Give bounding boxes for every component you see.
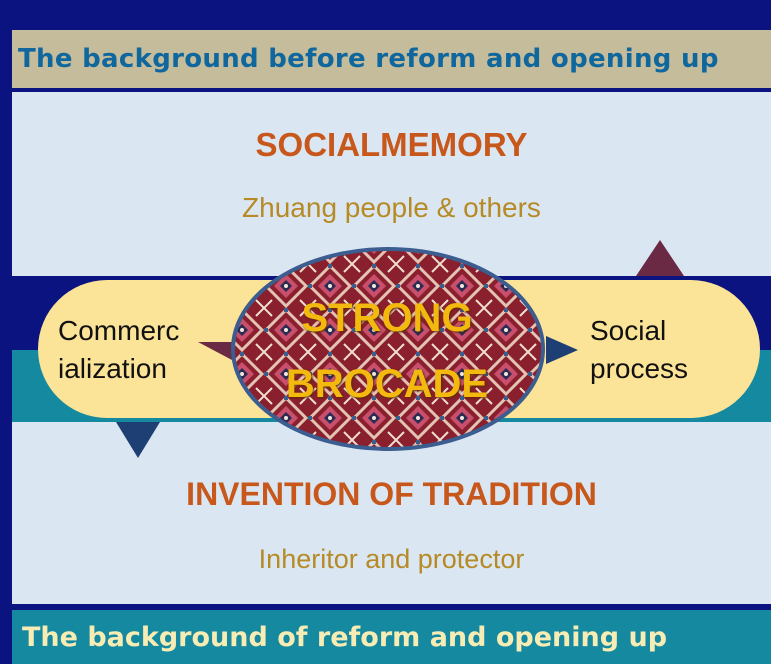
social-process-line-1: Social	[590, 315, 667, 346]
commercialization-line-1: Commerc	[58, 315, 180, 346]
social-memory-panel	[12, 92, 771, 276]
arrow-down-triangle-icon	[116, 422, 160, 458]
footer-title: The background of reform and opening up	[22, 621, 668, 653]
social-memory-subtitle: Zhuang people & others	[242, 192, 541, 223]
header-band: The background before reform and opening…	[12, 30, 771, 88]
arrow-right-triangle-icon	[546, 336, 578, 364]
social-memory-title: SOCIALMEMORY	[255, 126, 528, 163]
commercialization-label: Commerc ialization	[58, 312, 179, 388]
brocade-label: BROCADE	[285, 362, 489, 406]
commercialization-line-2: ialization	[58, 353, 167, 384]
strong-label: STRONG	[301, 296, 473, 340]
invention-subtitle: Inheritor and protector	[258, 544, 525, 574]
header-title: The background before reform and opening…	[18, 44, 719, 74]
footer-band: The background of reform and opening up	[12, 610, 771, 664]
brocade-ellipse	[231, 247, 545, 451]
social-process-label: Social process	[590, 312, 688, 388]
arrow-left-triangle-icon	[198, 342, 232, 360]
social-process-line-2: process	[590, 353, 689, 384]
arrow-up-triangle-icon	[636, 240, 684, 276]
invention-title: INVENTION OF TRADITION	[186, 476, 597, 512]
